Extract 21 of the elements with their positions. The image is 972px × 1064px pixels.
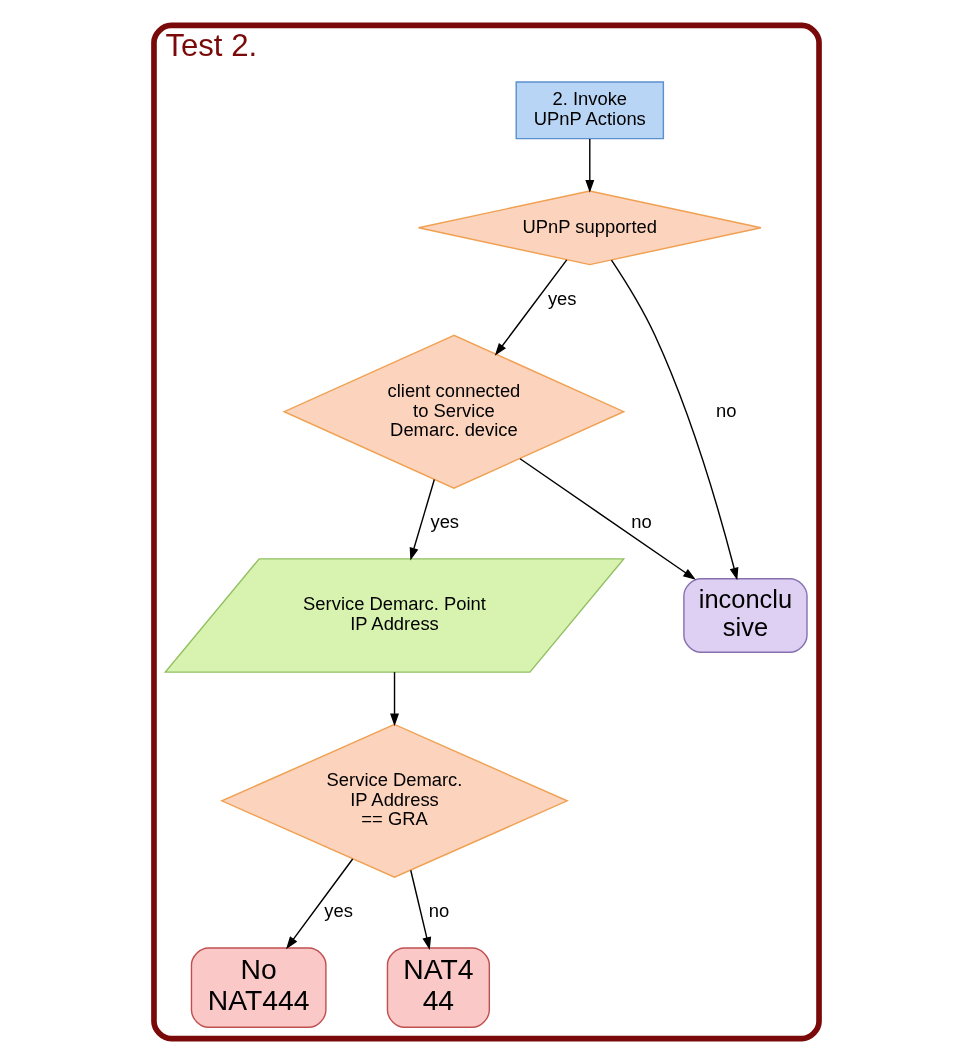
arrow	[494, 259, 567, 356]
node-diamond: client connected to Service Demarc. device	[281, 334, 625, 489]
arrow	[389, 671, 399, 727]
node-diamond: UPnP supported	[417, 190, 762, 266]
edge-label: yes	[429, 511, 459, 533]
edge-label: yes	[547, 287, 577, 309]
node-box: NAT4 44	[386, 947, 490, 1028]
arrow	[584, 138, 594, 193]
edge-label: no	[630, 511, 652, 533]
node-box: inconclu sive	[682, 578, 808, 653]
edge-label: yes	[323, 900, 353, 922]
arrow	[409, 869, 431, 950]
node-box: 2. Invoke UPnP Actions	[515, 81, 664, 140]
arrow	[518, 458, 696, 580]
arrow	[409, 478, 435, 561]
edge-label: no	[428, 900, 449, 922]
edge-label: no	[715, 399, 737, 421]
arrow	[610, 259, 738, 581]
node-box: No NAT444	[190, 947, 327, 1028]
arrow	[285, 858, 353, 950]
node-diamond: Service Demarc. IP Address == GRA	[219, 723, 569, 879]
